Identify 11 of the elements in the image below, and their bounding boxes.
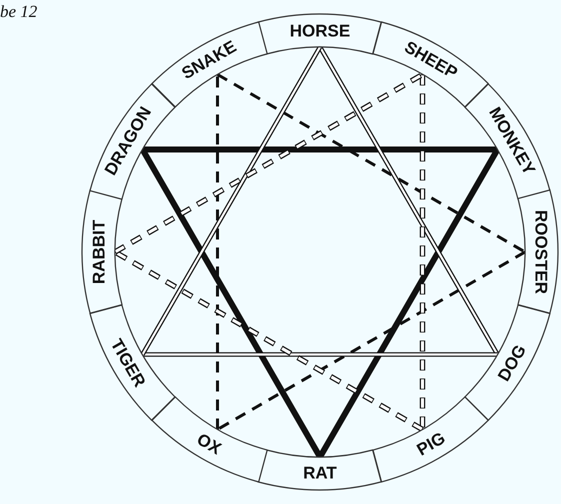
connector-line <box>216 73 526 254</box>
zodiac-sign-label: RAT <box>303 464 337 482</box>
connector-line <box>142 146 498 152</box>
zodiac-sign-label: RABBIT <box>90 220 107 284</box>
connector-line <box>216 74 219 430</box>
zodiac-sign-label: ROOSTER <box>532 210 550 294</box>
connector-line <box>216 250 526 431</box>
zodiac-sign-label: PIG <box>414 429 448 458</box>
figure-caption-text: be 12 <box>0 2 38 22</box>
zodiac-sign-label: HORSE <box>290 22 350 39</box>
zodiac-sign-label: OX <box>194 430 224 458</box>
